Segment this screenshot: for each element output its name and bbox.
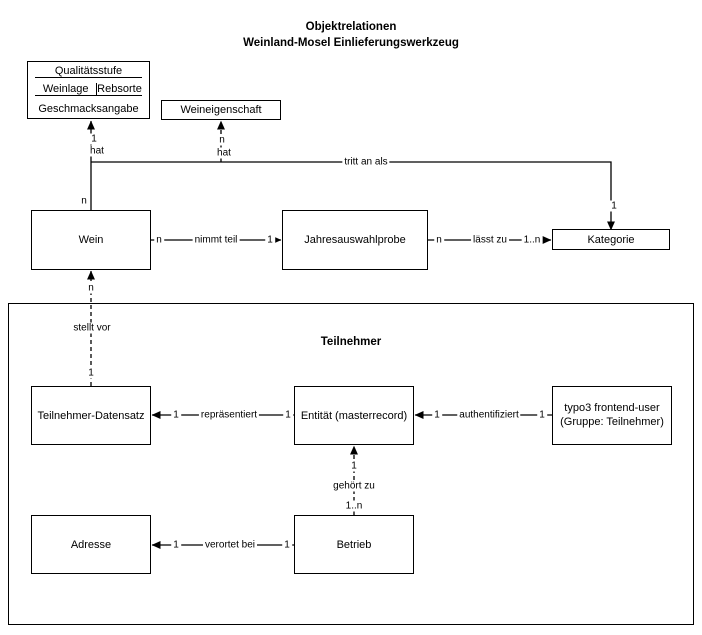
- entity-rebsorte: Rebsorte: [97, 83, 142, 96]
- entity-betrieb: Betrieb: [294, 515, 414, 574]
- relation-label-stellt-vor: stellt vor: [71, 322, 113, 334]
- cardinality-hat-qualitaetsstufe-target: 1: [89, 133, 99, 145]
- cardinality-nimmt-teil-probe: 1: [265, 234, 275, 246]
- typo3-line1: typo3 frontend-user: [564, 402, 660, 414]
- entity-wein: Wein: [31, 210, 151, 270]
- relation-label-laesst-zu: lässt zu: [471, 234, 509, 246]
- entity-entitaet-masterrecord: Entität (masterrecord): [294, 386, 414, 445]
- entity-qualitaetsstufe: Qualitätsstufe: [35, 65, 142, 78]
- cardinality-nimmt-teil-wein: n: [154, 234, 164, 246]
- entity-adresse: Adresse: [31, 515, 151, 574]
- cardinality-authentifiziert-entitaet: 1: [432, 409, 442, 421]
- cardinality-laesst-zu-kategorie: 1..n: [521, 234, 543, 246]
- relation-label-gehoert-zu: gehört zu: [331, 480, 377, 492]
- entity-kategorie: Kategorie: [552, 229, 670, 250]
- title-line1: Objektrelationen: [305, 21, 397, 33]
- cardinality-tritt-an-als-kategorie: 1: [609, 200, 619, 212]
- entity-jahresauswahlprobe: Jahresauswahlprobe: [282, 210, 428, 270]
- cardinality-gehoert-zu-entitaet: 1: [349, 460, 359, 472]
- entity-weineigenschaft: Weineigenschaft: [161, 100, 281, 120]
- cardinality-hat-weineigenschaft-target: n: [217, 134, 227, 146]
- qualitaetsstufe-row-2: Weinlage Rebsorte: [35, 83, 142, 97]
- relation-label-tritt-an-als: tritt an als: [342, 156, 390, 168]
- entity-teilnehmer-datensatz: Teilnehmer-Datensatz: [31, 386, 151, 445]
- relation-label-nimmt-teil: nimmt teil: [192, 234, 240, 246]
- relation-label-authentifiziert: authentifiziert: [457, 409, 521, 421]
- cardinality-authentifiziert-typo3: 1: [537, 409, 547, 421]
- diagram-title: Objektrelationen Weinland-Mosel Einliefe…: [0, 19, 702, 51]
- cardinality-laesst-zu-probe: n: [434, 234, 444, 246]
- title-line2: Weinland-Mosel Einlieferungswerkzeug: [243, 37, 459, 49]
- relation-label-repraesentiert: repräsentiert: [198, 409, 260, 421]
- cardinality-verortet-bei-adresse: 1: [171, 539, 181, 551]
- cardinality-repraesentiert-entitaet: 1: [283, 409, 293, 421]
- cardinality-stellt-vor-wein: n: [86, 282, 96, 294]
- relation-label-verortet-bei: verortet bei: [202, 539, 258, 551]
- cardinality-verortet-bei-betrieb: 1: [282, 539, 292, 551]
- entity-qualitaetsstufe-table: Qualitätsstufe Weinlage Rebsorte Geschma…: [27, 61, 150, 119]
- cardinality-stellt-vor-datensatz: 1: [86, 367, 96, 379]
- entity-geschmacksangabe: Geschmacksangabe: [38, 102, 139, 115]
- cardinality-gehoert-zu-betrieb: 1..n: [343, 500, 365, 512]
- cardinality-repraesentiert-datensatz: 1: [171, 409, 181, 421]
- relation-label-hat-weineigenschaft: hat: [215, 147, 233, 159]
- entity-weinlage: Weinlage: [35, 83, 98, 96]
- cardinality-hat-qualitaetsstufe-wein: n: [79, 195, 89, 207]
- group-teilnehmer-title: Teilnehmer: [320, 336, 382, 348]
- entity-typo3-frontend-user: typo3 frontend-user (Gruppe: Teilnehmer): [552, 386, 672, 445]
- typo3-line2: (Gruppe: Teilnehmer): [560, 415, 664, 428]
- relation-label-hat-qualitaetsstufe: hat: [88, 145, 106, 157]
- typo3-frontend-user-text: typo3 frontend-user (Gruppe: Teilnehmer): [560, 402, 664, 429]
